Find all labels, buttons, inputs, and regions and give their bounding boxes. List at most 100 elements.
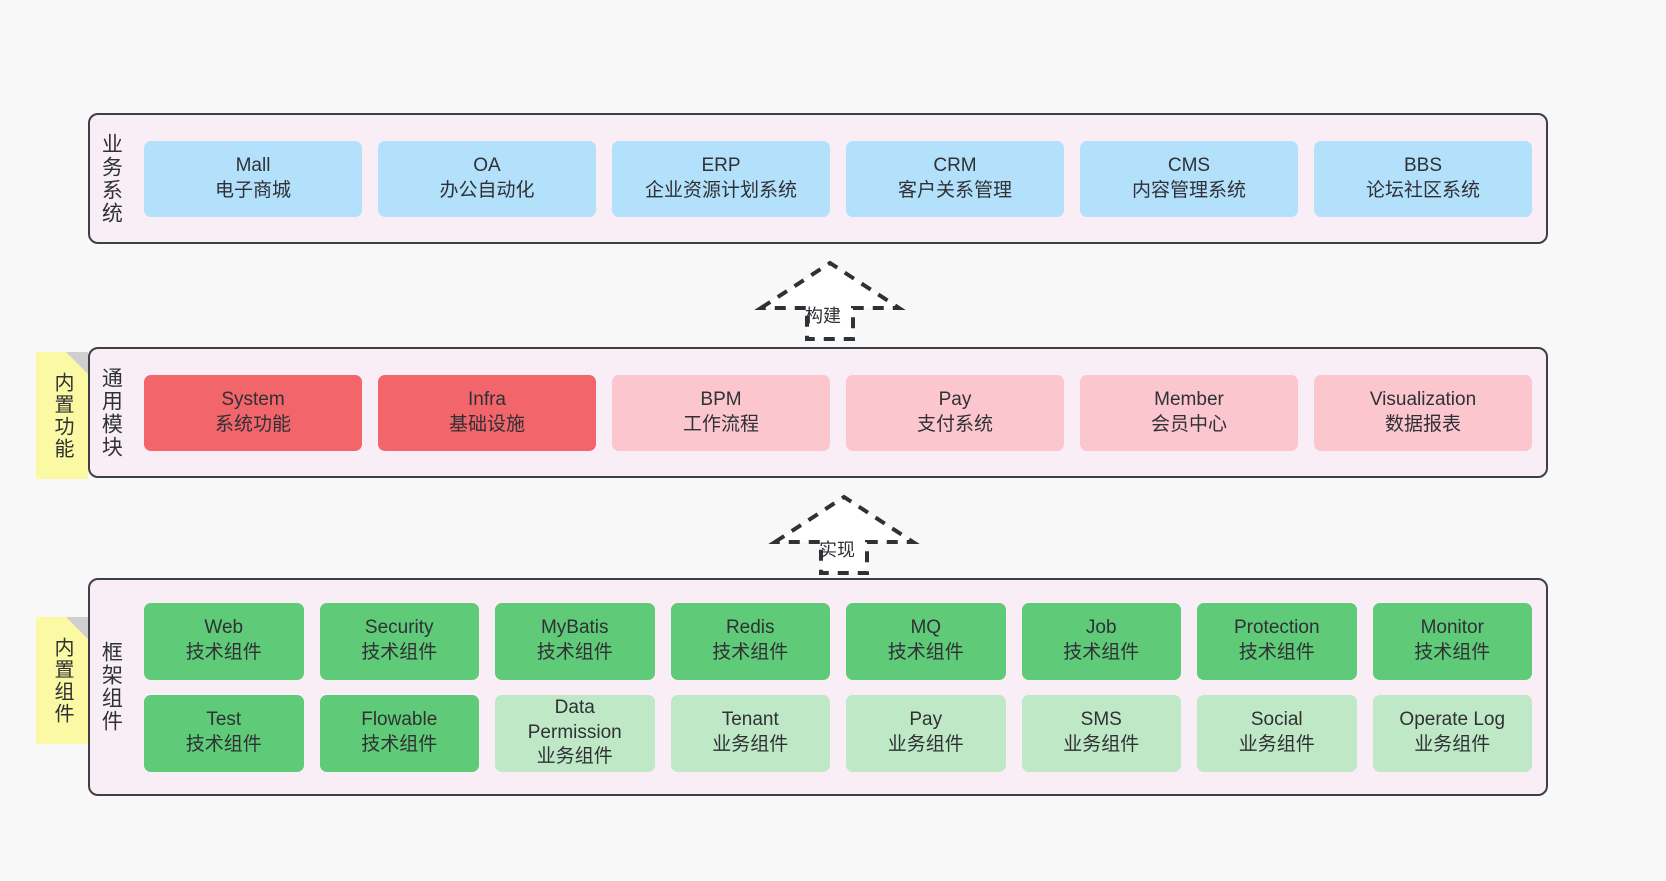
card-row: Mall 电子商城 OA 办公自动化 ERP 企业资源计划系统 CRM 客户关系… [144,140,1532,217]
card-bbs[interactable]: BBS 论坛社区系统 [1314,140,1532,217]
card-subtitle: 业务组件 [712,734,789,755]
card-title: Test [206,709,242,731]
card-subtitle: 技术组件 [887,642,964,663]
card-pay-business[interactable]: Pay 业务组件 [846,694,1006,772]
card-title: Data Permission [527,696,622,743]
build-arrow-shape [754,260,906,341]
card-subtitle: 业务组件 [536,746,613,768]
card-system[interactable]: System 系统功能 [144,374,362,451]
sticky-note-builtin-component: 内置组件 [36,617,88,744]
card-subtitle: 技术组件 [185,642,262,663]
card-protection[interactable]: Protection 技术组件 [1197,602,1357,680]
card-subtitle: 技术组件 [361,642,438,663]
card-monitor[interactable]: Monitor 技术组件 [1372,602,1532,680]
card-subtitle: 电子商城 [214,179,291,201]
card-subtitle: 业务组件 [1238,734,1315,755]
card-subtitle: 技术组件 [1063,642,1140,663]
card-subtitle: 技术组件 [185,734,262,755]
layer-common-module: 通用模块 System 系统功能 Infra 基础设施 BPM 工作流程 Pay… [88,347,1548,478]
card-subtitle: 数据报表 [1384,413,1461,435]
connector-implement-label: 实现 [819,540,855,560]
card-operate-log[interactable]: Operate Log 业务组件 [1372,694,1532,772]
card-subtitle: 技术组件 [1414,642,1491,663]
card-infra[interactable]: Infra 基础设施 [378,374,596,451]
card-data-permission[interactable]: Data Permission 业务组件 [495,694,655,772]
card-title: Flowable [361,709,438,731]
card-subtitle: 业务组件 [1414,734,1491,755]
layer-body-framework-component: Web 技术组件 Security 技术组件 MyBatis 技术组件 Redi… [130,580,1546,794]
card-job[interactable]: Job 技术组件 [1021,602,1181,680]
card-subtitle: 业务组件 [1063,734,1140,755]
card-security[interactable]: Security 技术组件 [319,602,479,680]
card-subtitle: 系统功能 [214,413,291,435]
card-title: Infra [467,388,507,410]
card-test[interactable]: Test 技术组件 [144,694,304,772]
card-sms[interactable]: SMS 业务组件 [1021,694,1181,772]
card-title: Visualization [1369,388,1477,410]
card-crm[interactable]: CRM 客户关系管理 [846,140,1064,217]
card-row: Test 技术组件 Flowable 技术组件 Data Permission … [144,694,1532,772]
layer-framework-component: 框架组件 Web 技术组件 Security 技术组件 MyBatis 技术组件… [88,578,1548,796]
card-social[interactable]: Social 业务组件 [1197,694,1357,772]
card-title: ERP [701,154,741,176]
card-subtitle: 客户关系管理 [897,179,1012,201]
card-row: System 系统功能 Infra 基础设施 BPM 工作流程 Pay 支付系统… [144,374,1532,451]
card-subtitle: 业务组件 [887,734,964,755]
card-title: CMS [1167,154,1211,176]
card-subtitle: 技术组件 [361,734,438,755]
card-title: Social [1250,709,1303,731]
card-bpm[interactable]: BPM 工作流程 [612,374,830,451]
card-title: System [221,388,285,410]
card-tenant[interactable]: Tenant 业务组件 [670,694,830,772]
card-mybatis[interactable]: MyBatis 技术组件 [495,602,655,680]
card-mall[interactable]: Mall 电子商城 [144,140,362,217]
card-visualization[interactable]: Visualization 数据报表 [1314,374,1532,451]
folded-corner-icon [66,352,88,374]
card-mq[interactable]: MQ 技术组件 [846,602,1006,680]
card-cms[interactable]: CMS 内容管理系统 [1080,140,1298,217]
card-subtitle: 企业资源计划系统 [644,179,797,201]
card-title: Protection [1233,617,1320,639]
card-title: Security [364,617,434,639]
layer-body-common-module: System 系统功能 Infra 基础设施 BPM 工作流程 Pay 支付系统… [130,349,1546,476]
card-title: MyBatis [540,617,609,639]
card-title: Web [204,617,244,639]
connector-build-label: 构建 [805,306,841,326]
card-flowable[interactable]: Flowable 技术组件 [319,694,479,772]
layer-title-business-system: 业务系统 [99,132,123,225]
card-title: BBS [1403,154,1443,176]
sticky-note-label: 内置组件 [51,636,73,725]
card-member[interactable]: Member 会员中心 [1080,374,1298,451]
connector-implement: 实现 [768,492,920,577]
card-oa[interactable]: OA 办公自动化 [378,140,596,217]
card-title: Tenant [721,709,779,731]
sticky-note-label: 内置功能 [51,371,73,460]
card-title: Monitor [1420,617,1484,639]
card-redis[interactable]: Redis 技术组件 [670,602,830,680]
folded-corner-icon [66,617,88,639]
card-title: Pay [938,388,972,410]
card-subtitle: 工作流程 [682,413,759,435]
card-title: Operate Log [1399,709,1506,731]
card-row: Web 技术组件 Security 技术组件 MyBatis 技术组件 Redi… [144,602,1532,680]
card-subtitle: 基础设施 [448,413,525,435]
card-subtitle: 内容管理系统 [1131,179,1246,201]
layer-title-framework-component: 框架组件 [99,641,123,733]
card-title: SMS [1080,709,1122,731]
card-title: OA [473,154,501,176]
card-erp[interactable]: ERP 企业资源计划系统 [612,140,830,217]
card-subtitle: 会员中心 [1150,413,1227,435]
card-subtitle: 技术组件 [1238,642,1315,663]
card-title: Pay [909,709,943,731]
card-web[interactable]: Web 技术组件 [144,602,304,680]
card-pay[interactable]: Pay 支付系统 [846,374,1064,451]
card-title: Redis [725,617,775,639]
card-title: Job [1085,617,1117,639]
card-title: Mall [235,154,271,176]
layer-title-common-module: 通用模块 [99,366,123,459]
layer-body-business-system: Mall 电子商城 OA 办公自动化 ERP 企业资源计划系统 CRM 客户关系… [130,115,1546,242]
card-subtitle: 技术组件 [536,642,613,663]
layer-business-system: 业务系统 Mall 电子商城 OA 办公自动化 ERP 企业资源计划系统 CRM… [88,113,1548,244]
card-title: MQ [910,617,942,639]
